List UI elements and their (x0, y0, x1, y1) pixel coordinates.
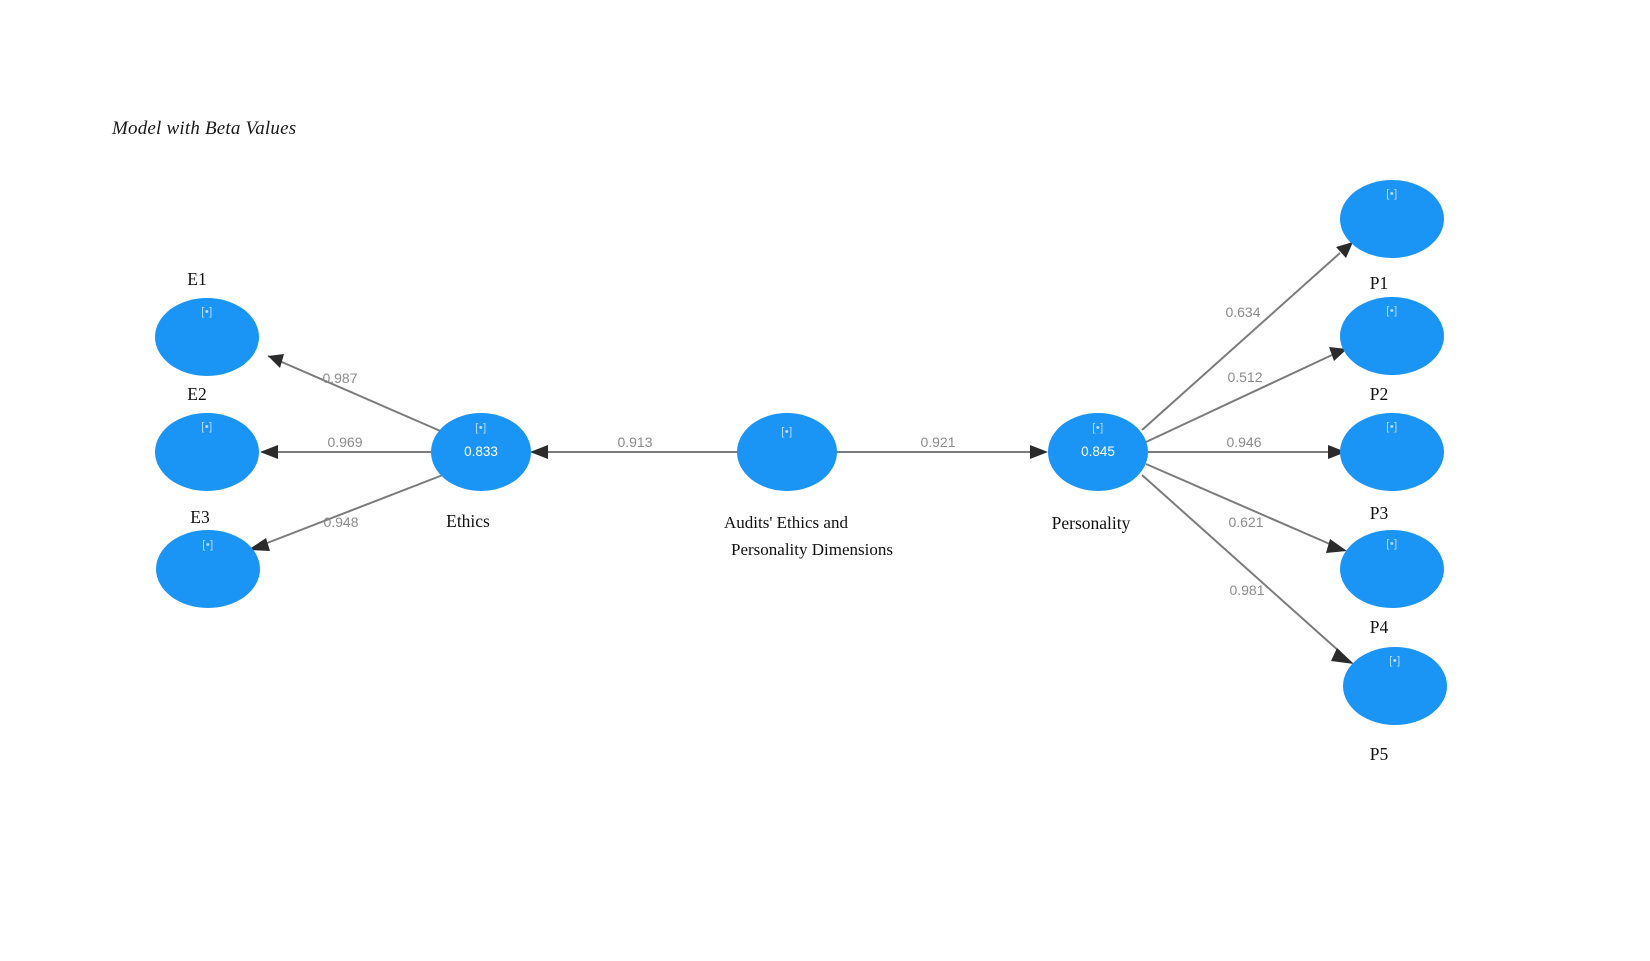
node-caption-ethics: Ethics (446, 511, 490, 531)
figure-title: Model with Beta Values (112, 118, 297, 139)
edge-label-personality-p4: 0.621 (1228, 514, 1263, 530)
node-core[interactable]: [•] Audits' Ethics and Personality Dimen… (724, 413, 893, 559)
edge-label-ethics-e2: 0.969 (327, 434, 362, 450)
edge-personality-to-p4: 0.621 (1145, 463, 1347, 553)
node-tag-core: [•] (781, 426, 792, 438)
node-caption-p3: P3 (1370, 503, 1389, 523)
node-p2[interactable]: [•] P2 (1340, 297, 1444, 404)
node-e2[interactable]: E2 [•] (155, 384, 259, 491)
edge-personality-to-p5: 0.981 (1141, 474, 1354, 664)
node-ethics[interactable]: [•] 0.833 Ethics (431, 413, 531, 531)
node-p5[interactable]: [•] P5 (1343, 647, 1447, 764)
edge-personality-to-p2: 0.512 (1145, 347, 1347, 443)
edge-ethics-to-e3: 0.948 (248, 472, 449, 551)
node-caption-e1: E1 (187, 269, 206, 289)
node-tag-e2: [•] (201, 421, 212, 433)
node-tag-p4: [•] (1386, 538, 1397, 550)
node-ellipse-p1[interactable] (1340, 180, 1444, 258)
node-tag-p1: [•] (1386, 188, 1397, 200)
node-value-ethics: 0.833 (464, 444, 498, 459)
node-tag-personality: [•] (1092, 422, 1103, 434)
node-e1[interactable]: E1 [•] (155, 269, 259, 376)
node-caption-core-line2: Personality Dimensions (731, 540, 893, 559)
node-ellipse-p3[interactable] (1340, 413, 1444, 491)
node-value-personality: 0.845 (1081, 444, 1115, 459)
node-caption-p5: P5 (1370, 744, 1389, 764)
edge-label-personality-p1: 0.634 (1225, 304, 1260, 320)
edge-label-core-ethics: 0.913 (617, 434, 652, 450)
edge-label-ethics-e1: 0.987 (322, 370, 357, 386)
edge-core-to-ethics: 0.913 (530, 434, 738, 459)
node-tag-ethics: [•] (475, 422, 486, 434)
node-caption-p4: P4 (1370, 617, 1389, 637)
node-ellipse-e1[interactable] (155, 298, 259, 376)
node-ellipse-e2[interactable] (155, 413, 259, 491)
node-tag-p5: [•] (1389, 655, 1400, 667)
node-caption-p1: P1 (1370, 273, 1388, 293)
node-tag-p3: [•] (1386, 421, 1397, 433)
node-e3[interactable]: E3 [•] (156, 507, 260, 608)
node-ellipse-p4[interactable] (1340, 530, 1444, 608)
node-ellipse-e3[interactable] (156, 530, 260, 608)
edge-label-ethics-e3: 0.948 (323, 514, 358, 530)
node-ellipse-personality[interactable] (1048, 413, 1148, 491)
node-caption-core-line1: Audits' Ethics and (724, 513, 848, 532)
edge-ethics-to-e1: 0.987 (267, 354, 446, 434)
node-caption-p2: P2 (1370, 384, 1388, 404)
edge-label-personality-p5: 0.981 (1229, 582, 1264, 598)
node-caption-e3: E3 (190, 507, 210, 527)
edge-personality-to-p1: 0.634 (1141, 242, 1353, 431)
node-ellipse-p5[interactable] (1343, 647, 1447, 725)
node-p3[interactable]: [•] P3 (1340, 413, 1444, 523)
node-ellipse-core[interactable] (737, 413, 837, 491)
node-tag-e1: [•] (201, 306, 212, 318)
edge-personality-to-p3: 0.946 (1148, 434, 1346, 459)
node-tag-e3: [•] (202, 539, 213, 551)
node-tag-p2: [•] (1386, 305, 1397, 317)
node-ellipse-p2[interactable] (1340, 297, 1444, 375)
node-p4[interactable]: [•] P4 (1340, 530, 1444, 637)
node-ellipse-ethics[interactable] (431, 413, 531, 491)
node-caption-e2: E2 (187, 384, 206, 404)
edge-ethics-to-e2: 0.969 (260, 434, 440, 459)
edge-label-core-personality: 0.921 (920, 434, 955, 450)
node-caption-personality: Personality (1052, 513, 1131, 533)
edge-core-to-personality: 0.921 (836, 434, 1048, 459)
node-personality[interactable]: [•] 0.845 Personality (1048, 413, 1148, 533)
edge-label-personality-p2: 0.512 (1227, 369, 1262, 385)
node-p1[interactable]: [•] P1 (1340, 180, 1444, 293)
edge-label-personality-p3: 0.946 (1226, 434, 1261, 450)
